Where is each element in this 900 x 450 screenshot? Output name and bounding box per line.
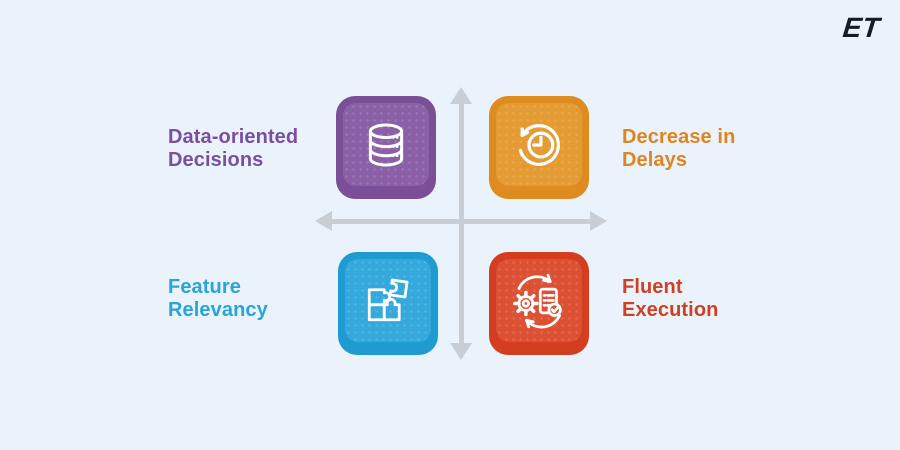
- axis-arrowhead-left-icon: [315, 211, 332, 231]
- horizontal-axis-line: [331, 219, 591, 224]
- label-decrease-in-delays: Decrease in Delays: [622, 126, 736, 171]
- tile-inner: [496, 259, 582, 342]
- process-check-icon: [513, 273, 562, 328]
- puzzle-icon: [367, 278, 409, 321]
- tile-inner: [345, 259, 431, 342]
- clock-history-icon: [518, 123, 561, 166]
- label-feature-relevancy: Feature Relevancy: [168, 276, 268, 321]
- tile-data-oriented-decisions: [336, 96, 436, 199]
- et-logo: ET: [841, 12, 882, 43]
- database-icon: [368, 123, 404, 166]
- label-fluent-execution: Fluent Execution: [622, 276, 719, 321]
- tile-inner: [496, 103, 582, 186]
- axis-arrowhead-down-icon: [450, 343, 472, 360]
- axis-arrowhead-up-icon: [450, 87, 472, 104]
- tile-decrease-in-delays: [489, 96, 589, 199]
- axis-arrowhead-right-icon: [590, 211, 607, 231]
- label-data-oriented-decisions: Data-oriented Decisions: [168, 126, 299, 171]
- tile-feature-relevancy: [338, 252, 438, 355]
- tile-fluent-execution: [489, 252, 589, 355]
- tile-inner: [343, 103, 429, 186]
